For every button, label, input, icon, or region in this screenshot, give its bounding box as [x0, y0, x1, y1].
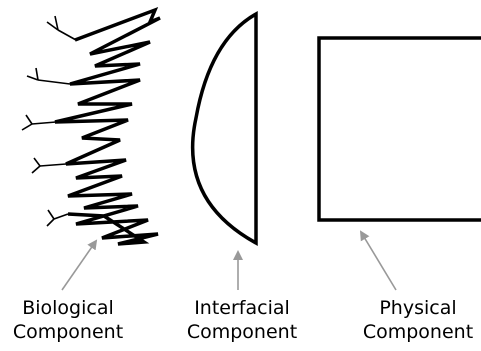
- receptor-5: [46, 209, 69, 227]
- biological-arrow: [61, 239, 98, 291]
- interfacial-label-line1: Interfacial: [194, 297, 290, 319]
- physical-component-label: Physical Component: [360, 296, 476, 344]
- interfacial-component-label: Interfacial Component: [180, 296, 304, 344]
- biological-component-label: Biological Component: [0, 296, 136, 344]
- receptor-4: [31, 157, 67, 174]
- physical-arrow: [359, 230, 397, 291]
- interfacial-label-line2: Component: [186, 321, 298, 343]
- receptor-3: [21, 114, 57, 131]
- physical-component: [317, 36, 481, 222]
- biological-label-line1: Biological: [22, 297, 114, 319]
- receptor-2: [26, 67, 71, 85]
- biological-component: [21, 6, 161, 246]
- biological-surface: [54, 6, 161, 246]
- physical-label-line2: Component: [362, 321, 474, 343]
- biological-label-line2: Component: [12, 321, 124, 343]
- interfacial-component: [190, 10, 258, 246]
- physical-label-line1: Physical: [379, 297, 457, 319]
- receptor-1: [46, 15, 77, 41]
